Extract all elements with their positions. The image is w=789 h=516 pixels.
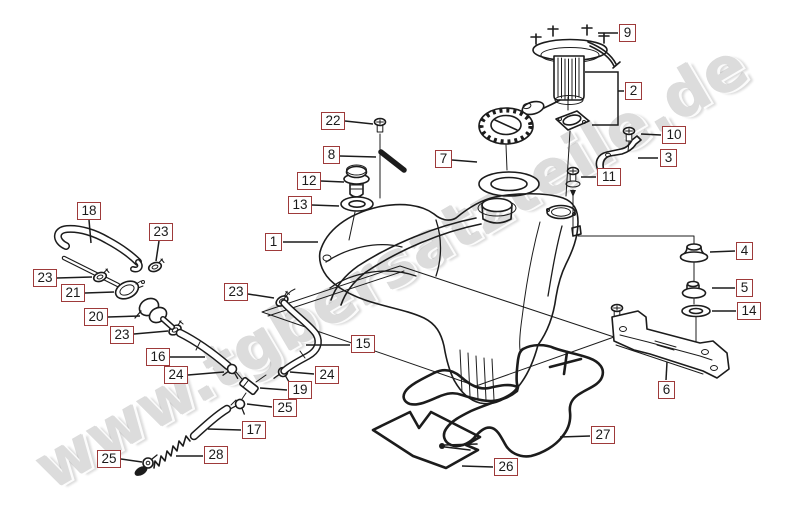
leader-line-8-7 <box>339 155 377 158</box>
callout-28-32: 28 <box>204 446 228 464</box>
callout-6-5: 6 <box>658 381 675 399</box>
callout-22-21: 22 <box>321 112 345 130</box>
part-seal-ring <box>478 171 540 197</box>
callout-20-19: 20 <box>84 308 108 326</box>
callout-11-10: 11 <box>597 168 621 186</box>
part-hose-15 <box>280 288 322 375</box>
callout-16-15: 16 <box>146 348 170 366</box>
leader-line-20-19 <box>107 315 141 318</box>
leader-line-24-26 <box>187 371 225 376</box>
callout-14-13: 14 <box>737 302 761 320</box>
leader-line-23-25 <box>247 293 275 299</box>
part-connector-19 <box>235 371 267 400</box>
part-bracket-3 <box>595 126 642 173</box>
leader-line-17-16 <box>207 428 242 431</box>
leader-line-21-20 <box>84 291 115 294</box>
callout-21-20: 21 <box>61 284 85 302</box>
callout-17-16: 17 <box>242 421 266 439</box>
callout-24-26: 24 <box>164 366 188 384</box>
part-hose-16 <box>175 328 233 371</box>
callout-26-30: 26 <box>494 458 518 476</box>
part-hose-17 <box>189 399 237 441</box>
leader-line-24-27 <box>289 371 315 375</box>
callout-23-24: 23 <box>110 326 134 344</box>
leader-line-23-23 <box>56 276 93 279</box>
callout-25-28: 25 <box>273 399 297 417</box>
part-washer-13 <box>340 196 374 241</box>
callout-5-4: 5 <box>736 279 753 297</box>
callout-7-6: 7 <box>435 150 452 168</box>
part-mat-27 <box>402 343 605 458</box>
part-fitting-25b <box>134 454 158 476</box>
callout-8-7: 8 <box>323 146 340 164</box>
part-spring-28 <box>153 435 191 469</box>
callout-18-17: 18 <box>77 202 101 220</box>
leader-line-25-29 <box>120 458 143 463</box>
leader-line-19-18 <box>259 387 288 391</box>
part-bolt-22 <box>373 117 387 199</box>
part-fuel-valve <box>114 280 175 330</box>
callout-13-12: 13 <box>288 196 312 214</box>
callout-25-29: 25 <box>97 450 121 468</box>
part-fuel-tank <box>318 192 582 405</box>
callout-10-9: 10 <box>662 126 686 144</box>
leader-line-22-21 <box>344 120 374 125</box>
callout-15-14: 15 <box>351 335 375 353</box>
part-mount-stack <box>577 235 711 344</box>
callout-9-8: 9 <box>619 24 636 42</box>
callout-19-18: 19 <box>288 381 312 399</box>
part-bolt-11 <box>565 166 581 235</box>
part-bracket-6 <box>611 310 730 379</box>
part-breather-hose <box>53 224 143 288</box>
part-rod-8 <box>378 149 407 173</box>
part-fuel-cap <box>478 107 534 171</box>
leader-line-26-30 <box>461 465 494 468</box>
callout-24-27: 24 <box>315 366 339 384</box>
leader-line-12-11 <box>320 180 345 183</box>
leader-line-27-31 <box>559 435 591 438</box>
leader-line-7-6 <box>451 159 478 163</box>
leader-line-2-1 <box>585 71 619 126</box>
callout-27-31: 27 <box>591 426 615 444</box>
callout-1-0: 1 <box>265 233 282 251</box>
part-mat-26 <box>371 410 482 470</box>
leader-line-10-9 <box>640 133 662 136</box>
callout-2-1: 2 <box>625 82 642 100</box>
leader-line-6-5 <box>665 361 668 381</box>
leader-line-18-17 <box>88 219 92 244</box>
leader-line-4-3 <box>709 250 736 253</box>
callout-23-23: 23 <box>33 269 57 287</box>
part-fuel-pump <box>521 24 621 116</box>
callout-23-25: 23 <box>224 283 248 301</box>
leader-line-13-12 <box>311 204 340 207</box>
leader-line-23-22 <box>155 240 160 262</box>
callout-12-11: 12 <box>297 172 321 190</box>
callout-4-3: 4 <box>736 242 753 260</box>
leader-line-23-24 <box>133 330 169 335</box>
callout-3-2: 3 <box>660 149 677 167</box>
callout-23-22: 23 <box>149 223 173 241</box>
leader-line-25-28 <box>246 403 273 408</box>
